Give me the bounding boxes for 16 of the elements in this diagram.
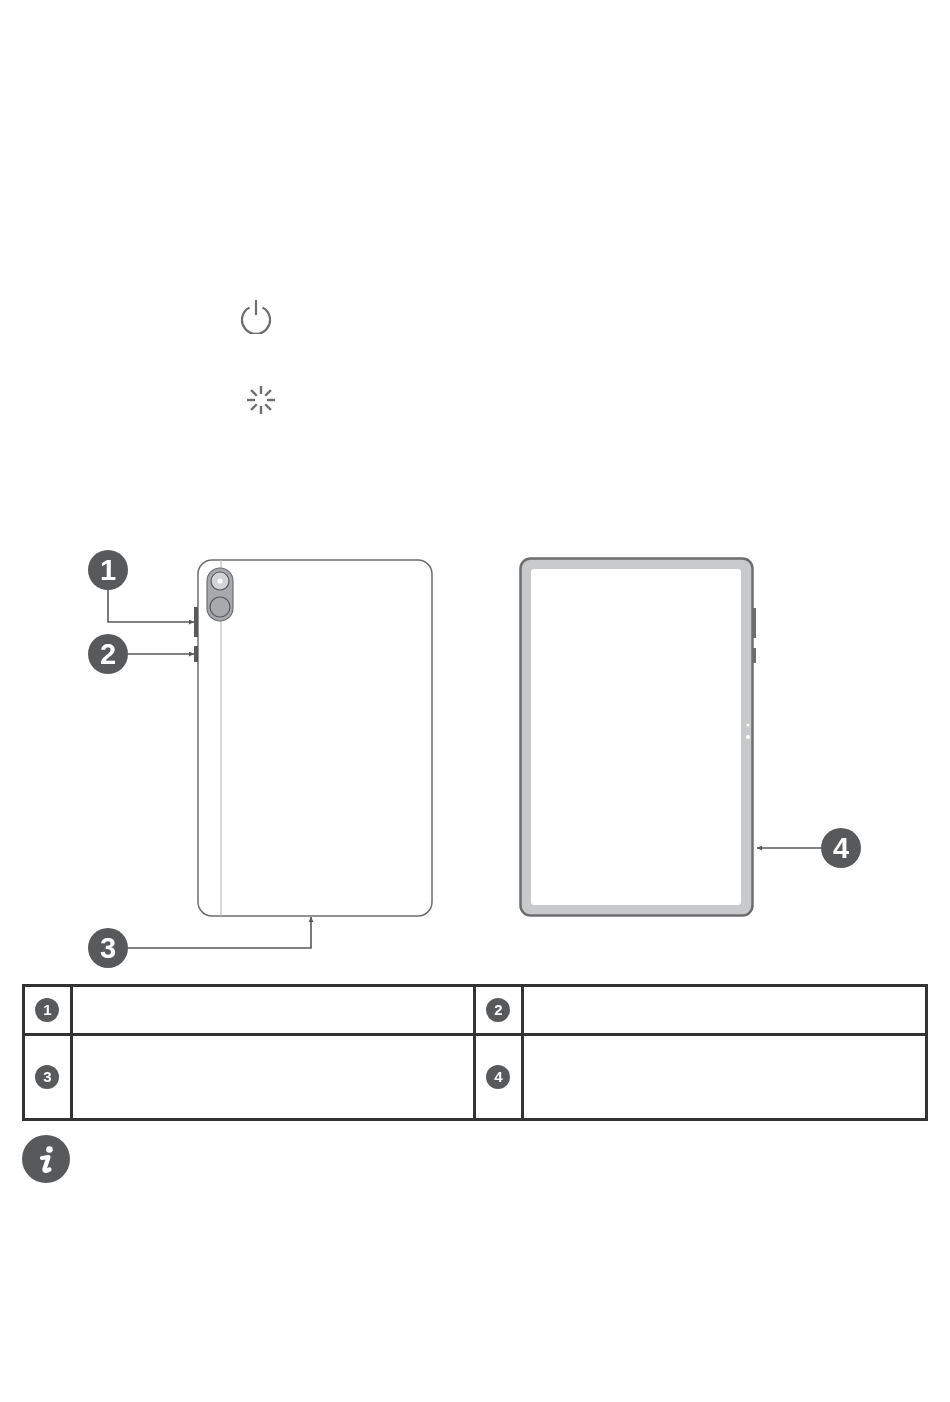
callout-number: 2: [88, 634, 128, 674]
callout-number: 3: [35, 1065, 60, 1089]
callout-number: 1: [88, 550, 128, 590]
callout-number: 2: [486, 998, 511, 1022]
tablet-front-drawing: [519, 557, 757, 917]
tablet-rear-drawing: [193, 559, 433, 917]
leader-line: [107, 589, 195, 625]
callout-number: 4: [821, 828, 861, 868]
callout-number: 4: [486, 1065, 511, 1089]
leader-line: [756, 845, 822, 851]
callout-number: 1: [35, 998, 60, 1022]
leader-line: [127, 916, 314, 949]
side-button: [194, 646, 198, 662]
side-button: [194, 607, 198, 637]
leader-line: [127, 651, 195, 657]
callout-number: 3: [88, 928, 128, 968]
